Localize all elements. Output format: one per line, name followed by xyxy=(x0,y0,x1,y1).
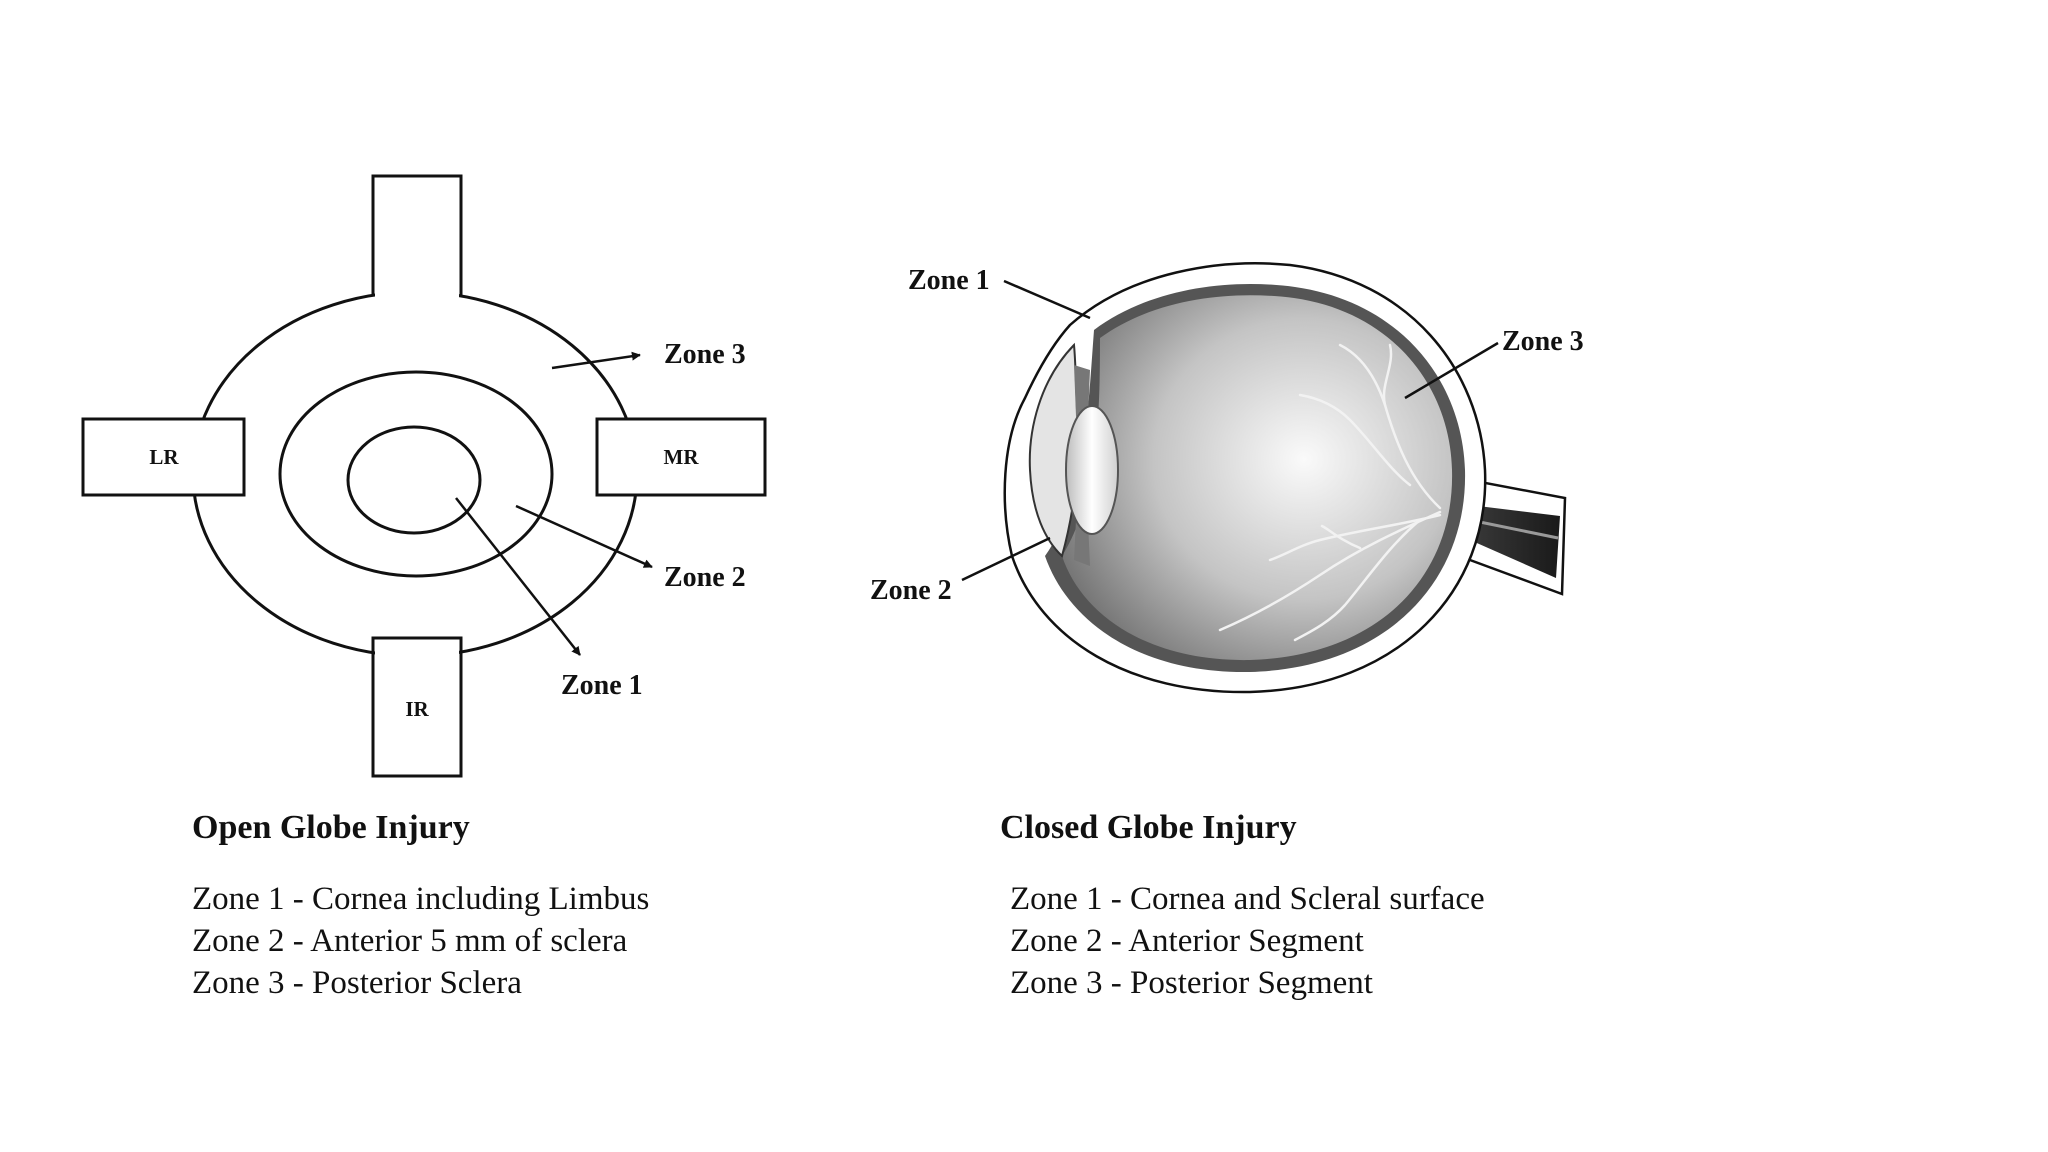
open-globe-diagram: LR MR IR Zone 3 Zone 2 Zone 1 xyxy=(81,174,767,778)
open-globe-caption: Open Globe Injury Zone 1 - Cornea includ… xyxy=(192,808,649,1004)
closed-zone3-label: Zone 3 xyxy=(1502,326,1584,357)
ir-label: IR xyxy=(405,697,429,721)
zone3-outer-ellipse xyxy=(191,290,639,658)
closed-zone2-label: Zone 2 xyxy=(870,575,952,606)
mr-label: MR xyxy=(664,445,700,469)
closed-globe-caption: Closed Globe Injury Zone 1 - Cornea and … xyxy=(1000,808,1485,1004)
open-zone1-label: Zone 1 xyxy=(561,670,643,701)
zone3-arrow xyxy=(551,351,641,370)
closed-zone3-leader xyxy=(1404,341,1499,400)
open-globe-heading: Open Globe Injury xyxy=(192,809,470,846)
iris-upper xyxy=(1074,365,1090,418)
vitreous-body xyxy=(1062,295,1453,661)
closed-globe-heading: Closed Globe Injury xyxy=(1000,809,1297,846)
list-item: Zone 3 - Posterior Segment xyxy=(1010,965,1373,1001)
lr-label: LR xyxy=(149,445,179,469)
zone2-middle-ellipse xyxy=(278,370,554,578)
closed-zone2-leader xyxy=(961,536,1051,582)
list-item: Zone 2 - Anterior Segment xyxy=(1010,923,1364,959)
list-item: Zone 1 - Cornea including Limbus xyxy=(192,881,650,917)
list-item: Zone 1 - Cornea and Scleral surface xyxy=(1010,881,1485,917)
list-item: Zone 2 - Anterior 5 mm of sclera xyxy=(192,923,628,959)
retinal-vessels xyxy=(1218,343,1442,642)
open-zone2-label: Zone 2 xyxy=(664,562,746,593)
list-item: Zone 3 - Posterior Sclera xyxy=(192,965,522,1001)
open-zone3-label: Zone 3 xyxy=(664,339,746,370)
closed-globe-zone-list: Zone 1 - Cornea and Scleral surface Zone… xyxy=(1010,878,1485,1004)
lateral-rectus-box xyxy=(81,417,246,497)
closed-zone1-label: Zone 1 xyxy=(908,265,990,296)
zone2-arrow xyxy=(515,504,653,569)
closed-zone1-leader xyxy=(1003,279,1091,320)
zone1-cornea-ellipse xyxy=(346,425,482,535)
medial-rectus-box xyxy=(595,417,767,497)
lens xyxy=(1065,405,1119,535)
closed-globe-diagram: Zone 1 Zone 3 Zone 2 xyxy=(870,262,1584,694)
open-globe-zone-list: Zone 1 - Cornea including Limbus Zone 2 … xyxy=(192,878,649,1004)
zone1-arrow xyxy=(455,497,581,656)
